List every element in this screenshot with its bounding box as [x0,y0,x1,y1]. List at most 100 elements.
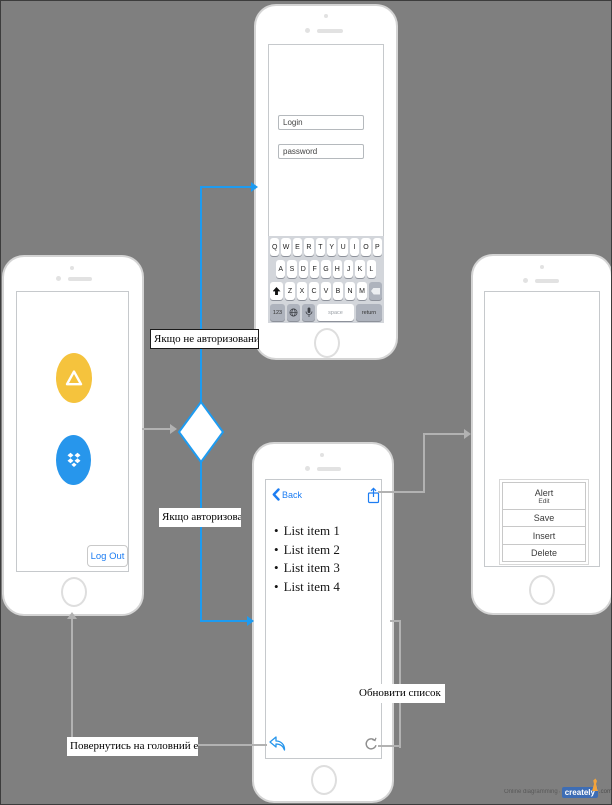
creately-watermark: Online diagramming & design creately .co… [504,778,611,804]
flow-line-return-home [71,619,73,746]
keyboard-key[interactable]: O [361,238,371,256]
sensor-dot [56,276,61,281]
numbers-key[interactable]: 123 [270,304,285,321]
arrowhead [464,429,471,439]
home-button [529,575,555,605]
bullet: • [274,541,279,557]
annotation-not-authorized: Якщо не авторизований [150,329,259,349]
phone-home-screen: Log Out [4,257,142,614]
list-item-label: List item 3 [283,560,340,575]
annotation-refresh-list: Обновити список [356,684,445,703]
speaker-bar [317,29,343,33]
menu-screen: Alert Edit Save Insert Delete [484,291,600,567]
annotation-authorized: Якщо авторизований [159,508,241,527]
keyboard-key[interactable]: R [304,238,314,256]
sensor-dot [305,28,310,33]
list-item-label: List item 1 [283,523,340,538]
refresh-icon [365,737,377,750]
keyboard-key[interactable]: Q [270,238,280,256]
return-key[interactable]: return [356,304,382,321]
flow-line-refresh [390,620,401,622]
keyboard-key[interactable]: G [321,260,331,278]
menu-item-alert[interactable]: Alert Edit [502,482,586,510]
home-screen: Log Out [16,291,129,572]
action-menu: Alert Edit Save Insert Delete [499,479,589,565]
password-input[interactable]: password [278,144,364,159]
keyboard-key[interactable]: K [355,260,365,278]
back-chevron-icon [272,488,280,501]
keyboard-row-1: Q W E R T Y U I O P [270,238,383,256]
keyboard-key[interactable]: N [345,282,355,300]
list-item-label: List item 4 [283,578,340,594]
keyboard-key[interactable]: Y [327,238,337,256]
menu-item-insert[interactable]: Insert [502,526,586,545]
watermark-tagline: Online diagramming & design [504,789,560,795]
keyboard-key[interactable]: J [343,260,354,278]
flow-line-share-to-menu [423,433,425,493]
keyboard-key[interactable]: F [309,260,320,278]
arrowhead [67,612,77,619]
login-input[interactable]: Login [278,115,364,130]
keyboard-key[interactable]: H [332,260,342,278]
bullet: • [274,578,279,594]
keyboard-key[interactable]: Z [285,282,295,300]
menu-item-label: Save [533,513,555,523]
keyboard-key[interactable]: M [357,282,367,300]
google-drive-button[interactable] [56,353,92,403]
keyboard-key[interactable]: W [281,238,291,256]
dropbox-button[interactable] [56,435,91,485]
home-button [311,765,337,795]
keyboard-key[interactable]: V [321,282,331,300]
arrowhead [170,424,177,434]
arrowhead [247,616,254,626]
speaker-bar [317,467,341,471]
list-item[interactable]: • List item 1 [274,522,340,541]
keyboard-key[interactable]: X [297,282,307,300]
menu-item-delete[interactable]: Delete [502,544,586,562]
log-out-button[interactable]: Log Out [87,545,128,567]
shift-key[interactable] [270,282,283,300]
keyboard-row-3: Z X C V B N M [270,282,382,300]
keyboard-row-2: A S D F G H J K L [276,260,376,278]
keyboard-key[interactable]: U [338,238,348,256]
mic-key[interactable] [302,304,315,321]
keyboard-key[interactable]: S [287,260,297,278]
keyboard-key[interactable]: C [309,282,319,300]
shift-icon [272,287,281,295]
keyboard-key[interactable]: I [349,238,360,256]
speaker-bar [535,279,559,283]
back-button[interactable]: Back [272,488,302,501]
menu-item-label: Insert [532,530,556,541]
keyboard-key[interactable]: E [292,238,303,256]
menu-item-save[interactable]: Save [502,509,586,527]
list-item[interactable]: •List item 2 [274,541,340,560]
keyboard-key[interactable]: D [298,260,308,278]
keyboard-key[interactable]: P [372,238,383,256]
dropbox-icon [67,452,80,467]
keyboard-key[interactable]: A [276,260,286,278]
decision-diamond [177,400,225,464]
globe-key[interactable] [287,304,300,321]
keyboard-key[interactable]: L [366,260,376,278]
share-button[interactable] [367,487,380,509]
keyboard-key[interactable]: T [315,238,326,256]
menu-item-label: Delete [530,548,557,558]
ios-keyboard: Q W E R T Y U I O P A S D F G H J K L [268,236,384,323]
keyboard-key[interactable]: B [333,282,343,300]
space-key[interactable]: space [317,304,354,321]
menu-item-label: Alert [534,487,554,498]
back-label: Back [282,489,303,500]
refresh-button[interactable] [363,736,379,757]
home-button [61,577,87,607]
login-input-text: Login [283,118,303,127]
list-item[interactable]: •List item 3 [274,559,340,578]
mic-icon [305,307,312,317]
camera-dot [540,265,544,269]
backspace-icon [371,287,380,295]
bullet: • [274,523,279,538]
camera-dot [70,266,74,270]
undo-button[interactable] [268,735,287,757]
watermark-brand-text: creately [564,787,595,797]
backspace-key[interactable] [369,282,382,300]
list-item[interactable]: •List item 4 [274,578,340,597]
